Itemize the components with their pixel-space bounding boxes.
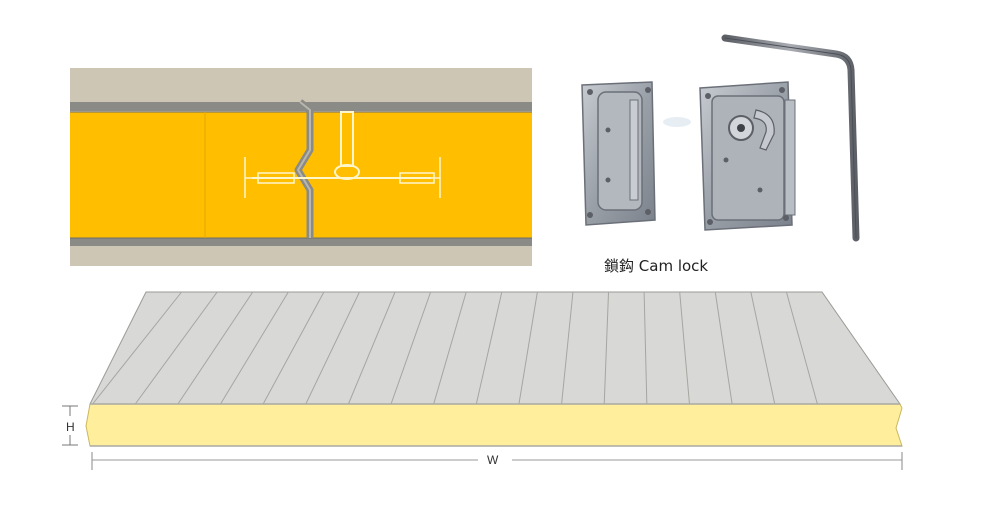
- width-label: W: [487, 453, 499, 467]
- panel-rib: [475, 291, 503, 405]
- panel-rib: [134, 291, 218, 405]
- panel-rib: [347, 291, 396, 405]
- panel-rib: [305, 291, 360, 405]
- height-label: H: [66, 420, 75, 434]
- panel-rib: [603, 291, 610, 405]
- bottom-facing: [70, 246, 532, 266]
- cam-lock-hardware-photo: [581, 34, 860, 242]
- panel-rib: [390, 291, 432, 405]
- cam-lock-caption: 鎖鈎 Cam lock: [604, 255, 708, 276]
- panel-joint-section-drawing: [70, 68, 532, 266]
- panel-rib: [518, 291, 538, 405]
- width-dimension: W: [91, 452, 903, 470]
- panel-rib: [433, 291, 467, 405]
- panel-rib: [643, 291, 648, 405]
- height-dimension: H: [62, 405, 78, 446]
- cam-lock-caption-cn: 鎖鈎: [604, 257, 635, 275]
- cam-lock-caption-en: Cam lock: [638, 257, 709, 275]
- panel-core-edge: [85, 403, 903, 447]
- panel-rib: [177, 291, 254, 405]
- panel-top-surface: [89, 291, 901, 405]
- cam-lock-photo: [560, 30, 880, 270]
- panel-joint-section: [70, 68, 532, 266]
- allen-key: [721, 34, 860, 242]
- cam-lock-male-part: [581, 81, 656, 226]
- cam-lock-female-part: [699, 81, 796, 231]
- panel-rib: [750, 291, 776, 405]
- panel-rib: [92, 291, 182, 405]
- panel-rib: [561, 291, 574, 405]
- panel-rib: [679, 291, 690, 405]
- panel-rib: [714, 291, 733, 405]
- panel-rib: [785, 291, 818, 405]
- panel-rib: [220, 291, 289, 405]
- sandwich-panel: H W: [0, 280, 987, 502]
- bottom-skin: [70, 238, 532, 246]
- panel-rib: [262, 291, 325, 405]
- sandwich-panel-isometric-drawing: H W: [62, 291, 903, 470]
- panel-ribs: [92, 291, 818, 405]
